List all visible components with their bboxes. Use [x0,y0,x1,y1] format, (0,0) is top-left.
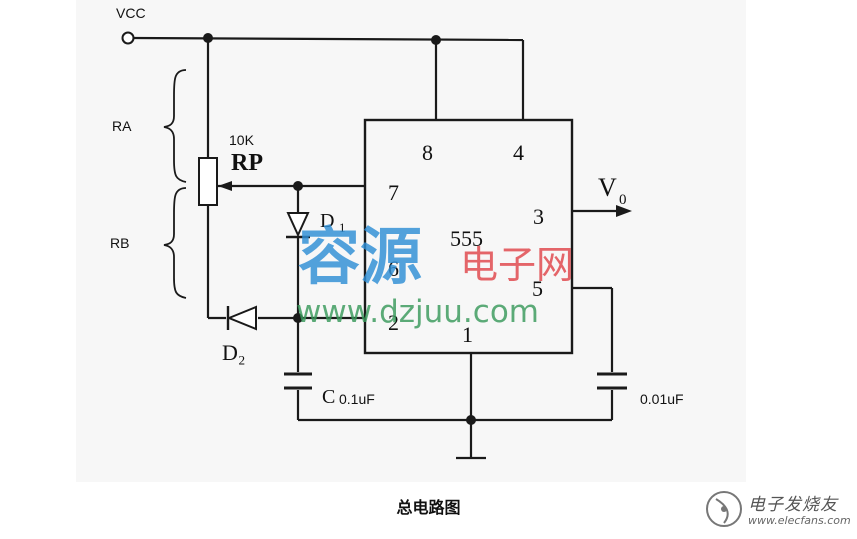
timing-capacitor [284,372,312,390]
brace-ra [163,69,187,183]
diode-d1 [286,212,310,239]
watermark: 容源 电子网 www.dzjuu.com [296,220,574,330]
diode1-label: D [320,210,334,232]
logo-site: www.elecfans.com [748,514,851,527]
pin-2-label: 2 [388,310,399,335]
output-subscript: 0 [619,192,627,208]
watermark-cn-big: 容源 [298,220,422,293]
rb-label: RB [110,235,129,251]
brace-rb [163,187,187,299]
ic-label: 555 [450,226,483,251]
pin-4-label: 4 [513,140,524,165]
logo-icon [706,491,742,527]
cap-value-label: 0.1uF [339,391,375,407]
vcc-rail [133,36,524,42]
vcc-terminal [121,31,135,45]
pot-value-label: 10K [229,132,255,148]
site-logo: 电子发烧友 www.elecfans.com [700,484,851,534]
pin-7-label: 7 [388,180,399,205]
junctions [203,33,476,425]
pin-8-label: 8 [422,140,433,165]
watermark-url: www.dzjuu.com [296,294,539,330]
diode1-subscript: 1 [339,220,346,235]
output-arrow [616,205,632,217]
diode-d2 [226,305,257,331]
diagram-panel [76,0,746,482]
cap-label: C [322,386,335,408]
pin-6-label: 6 [388,256,399,281]
diode2-label: D₂ [222,340,246,365]
potentiometer [198,157,218,206]
figure-caption: 总电路图 [396,498,461,517]
pin-3-label: 3 [533,204,544,229]
pin-1-label: 1 [462,322,473,347]
wiper-arrow [218,181,232,191]
cap2-value-label: 0.01uF [640,391,684,407]
vcc-label: VCC [116,5,146,21]
ra-label: RA [112,118,132,134]
pot-label: RP [231,150,263,176]
ic-555-body [363,118,574,355]
output-label: V [598,173,617,202]
watermark-cn-small: 电子网 [460,243,574,287]
logo-brand: 电子发烧友 [748,495,838,515]
pin-5-label: 5 [532,276,543,301]
control-capacitor [597,372,627,390]
